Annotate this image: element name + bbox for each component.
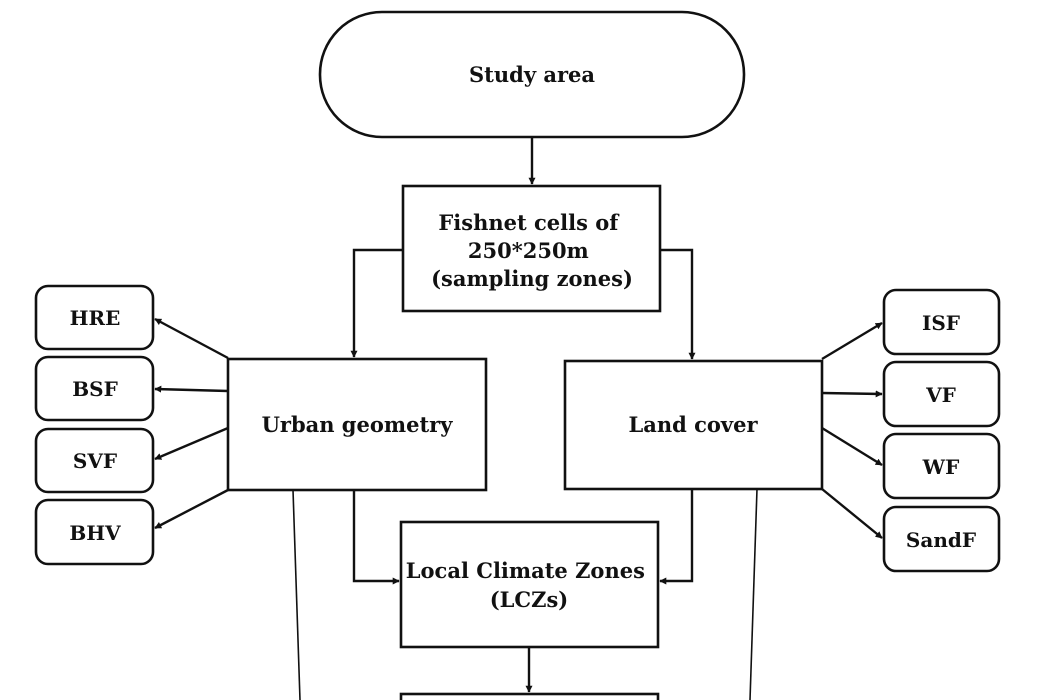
arrow-landcover-to-lcz bbox=[659, 489, 694, 585]
node-vf: VF bbox=[882, 360, 1001, 428]
node-vf-label: VF bbox=[925, 383, 956, 407]
line-urban-continuation bbox=[292, 489, 301, 700]
node-svf-label: SVF bbox=[73, 449, 117, 473]
arrow-landcover-to-wf bbox=[821, 426, 883, 467]
node-lcz-line-1: Local Climate Zones bbox=[406, 558, 645, 583]
svg-text:BSF: BSF bbox=[72, 377, 118, 401]
arrow-fishnet-to-urban-geometry bbox=[350, 248, 403, 358]
arrow-urban-to-bhv bbox=[154, 488, 229, 530]
arrow-landcover-to-vf bbox=[821, 390, 883, 398]
node-study-area-label: Study area bbox=[469, 62, 595, 87]
connectors bbox=[154, 137, 883, 700]
svg-text:WF: WF bbox=[922, 455, 960, 479]
node-study-area: Study area bbox=[318, 10, 746, 139]
arrow-urban-to-svf bbox=[154, 426, 229, 461]
node-sandf: SandF bbox=[882, 505, 1001, 573]
arrow-urban-to-lcz bbox=[352, 490, 400, 585]
svg-text:Urban geometry: Urban geometry bbox=[262, 412, 454, 437]
node-local-climate-zones: Local Climate Zones (LCZs) bbox=[399, 520, 660, 649]
arrow-landcover-to-isf bbox=[821, 321, 883, 361]
node-urban-geometry-label: Urban geometry bbox=[262, 412, 454, 437]
svg-text:SVF: SVF bbox=[73, 449, 117, 473]
arrow-landcover-to-sandf bbox=[821, 488, 883, 539]
arrow-urban-to-hre bbox=[154, 317, 229, 360]
node-lcz-line-2: (LCZs) bbox=[490, 587, 569, 612]
svg-text:Land cover: Land cover bbox=[628, 412, 758, 437]
line-landcover-continuation bbox=[749, 488, 758, 700]
node-fishnet-line-2: 250*250m bbox=[468, 238, 589, 263]
node-next-step-partial bbox=[399, 692, 660, 700]
node-hre-label: HRE bbox=[70, 306, 121, 330]
node-svf: SVF bbox=[34, 427, 155, 494]
svg-text:Fishnet cells of 250*250: Fishnet cells of 250*250m (sampling zone… bbox=[431, 210, 633, 291]
node-fishnet-cells: Fishnet cells of 250*250m (sampling zone… bbox=[401, 184, 662, 313]
node-hre: HRE bbox=[34, 284, 155, 351]
svg-text:Local Climate Zones (LCZ: Local Climate Zones (LCZs) bbox=[406, 558, 652, 612]
node-isf: ISF bbox=[882, 288, 1001, 356]
arrow-fishnet-to-land-cover bbox=[660, 248, 696, 360]
svg-text:Study area: Study area bbox=[469, 62, 595, 87]
node-sandf-label: SandF bbox=[906, 528, 976, 552]
node-bhv: BHV bbox=[34, 498, 155, 566]
svg-text:VF: VF bbox=[925, 383, 956, 407]
node-bsf-label: BSF bbox=[72, 377, 118, 401]
arrow-urban-to-bsf bbox=[154, 385, 229, 393]
node-urban-geometry: Urban geometry bbox=[226, 357, 488, 492]
node-land-cover: Land cover bbox=[563, 359, 824, 491]
node-fishnet-line-3: (sampling zones) bbox=[431, 266, 633, 291]
svg-text:HRE: HRE bbox=[70, 306, 121, 330]
svg-text:ISF: ISF bbox=[922, 311, 960, 335]
svg-text:SandF: SandF bbox=[906, 528, 976, 552]
node-bhv-label: BHV bbox=[69, 521, 121, 545]
node-wf-label: WF bbox=[922, 455, 960, 479]
node-bsf: BSF bbox=[34, 355, 155, 422]
node-fishnet-line-1: Fishnet cells of bbox=[438, 210, 620, 235]
svg-text:BHV: BHV bbox=[69, 521, 121, 545]
node-wf: WF bbox=[882, 432, 1001, 500]
node-land-cover-label: Land cover bbox=[628, 412, 758, 437]
node-isf-label: ISF bbox=[922, 311, 960, 335]
